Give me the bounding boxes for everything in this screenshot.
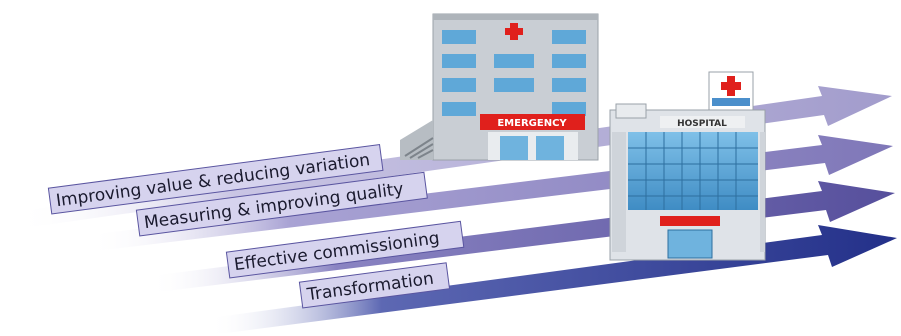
emergency-hospital-illustration: EMERGENCY [400,13,599,161]
hospital-sign: HOSPITAL [677,119,727,129]
red-cross-icon [505,23,523,40]
emergency-sign: EMERGENCY [497,118,567,129]
hospital-cross-icon [721,76,741,96]
hospital-illustration: HOSPITAL [609,71,766,261]
